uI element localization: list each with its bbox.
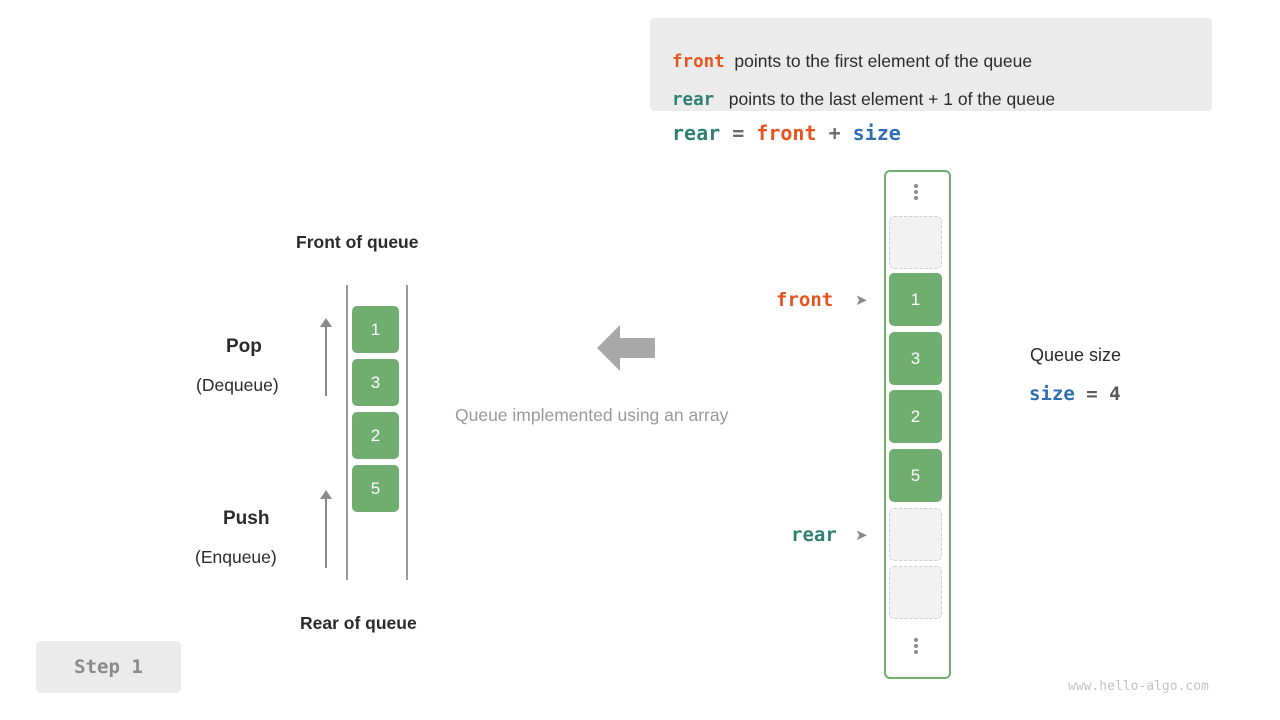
formula-size: size <box>852 121 901 145</box>
front-pointer-arrow-icon: ➤ <box>855 292 868 309</box>
rear-pointer-label: rear <box>791 524 837 546</box>
push-arrow-icon <box>319 490 333 568</box>
array-cell-empty <box>889 566 942 619</box>
stack-cell: 3 <box>352 359 399 406</box>
size-number: 4 <box>1109 383 1121 405</box>
middle-caption: Queue implemented using an array <box>455 405 729 425</box>
pop-sublabel: (Dequeue) <box>196 375 279 395</box>
array-cell-empty <box>889 216 942 269</box>
legend-line-front: front points to the first element of the… <box>672 51 1032 72</box>
legend-panel: front points to the first element of the… <box>650 18 1212 111</box>
stack-left-rail <box>346 285 348 580</box>
formula-equals: = <box>732 121 745 145</box>
legend-text-rear: points to the last element + 1 of the qu… <box>728 89 1056 109</box>
array-ellipsis-bottom <box>889 631 942 661</box>
array-cell: 5 <box>889 449 942 502</box>
queue-size-label: Queue size <box>1030 345 1122 365</box>
size-name: size <box>1029 383 1075 405</box>
rear-of-queue-label: Rear of queue <box>300 613 417 633</box>
legend-term-rear: rear <box>672 90 715 110</box>
array-cell: 2 <box>889 390 942 443</box>
stack-cell: 1 <box>352 306 399 353</box>
legend-line-rear: rear points to the last element + 1 of t… <box>672 89 1055 110</box>
stack-right-rail <box>406 285 408 580</box>
left-arrow-icon <box>597 325 655 371</box>
watermark: www.hello-algo.com <box>1068 679 1209 694</box>
array-cell: 1 <box>889 273 942 326</box>
stack-cell: 2 <box>352 412 399 459</box>
push-label: Push <box>223 508 270 529</box>
array-cell-empty <box>889 508 942 561</box>
rear-pointer-arrow-icon: ➤ <box>855 527 868 544</box>
front-of-queue-label: Front of queue <box>296 232 419 252</box>
front-pointer-label: front <box>776 289 834 311</box>
stack-cell: 5 <box>352 465 399 512</box>
queue-size-value: size = 4 <box>1029 383 1121 405</box>
array-ellipsis-top <box>889 177 942 207</box>
formula-plus: + <box>828 121 841 145</box>
formula-rear: rear <box>672 121 721 145</box>
array-cell: 3 <box>889 332 942 385</box>
push-sublabel: (Enqueue) <box>195 547 277 567</box>
formula-rear-equals-front-plus-size: rear = front + size <box>672 121 901 145</box>
formula-front: front <box>756 121 817 145</box>
step-badge: Step 1 <box>36 641 181 693</box>
legend-term-front: front <box>672 52 725 72</box>
pop-label: Pop <box>226 336 262 357</box>
size-equals: = <box>1086 383 1098 405</box>
pop-arrow-icon <box>319 318 333 396</box>
legend-text-front: points to the first element of the queue <box>734 51 1033 71</box>
